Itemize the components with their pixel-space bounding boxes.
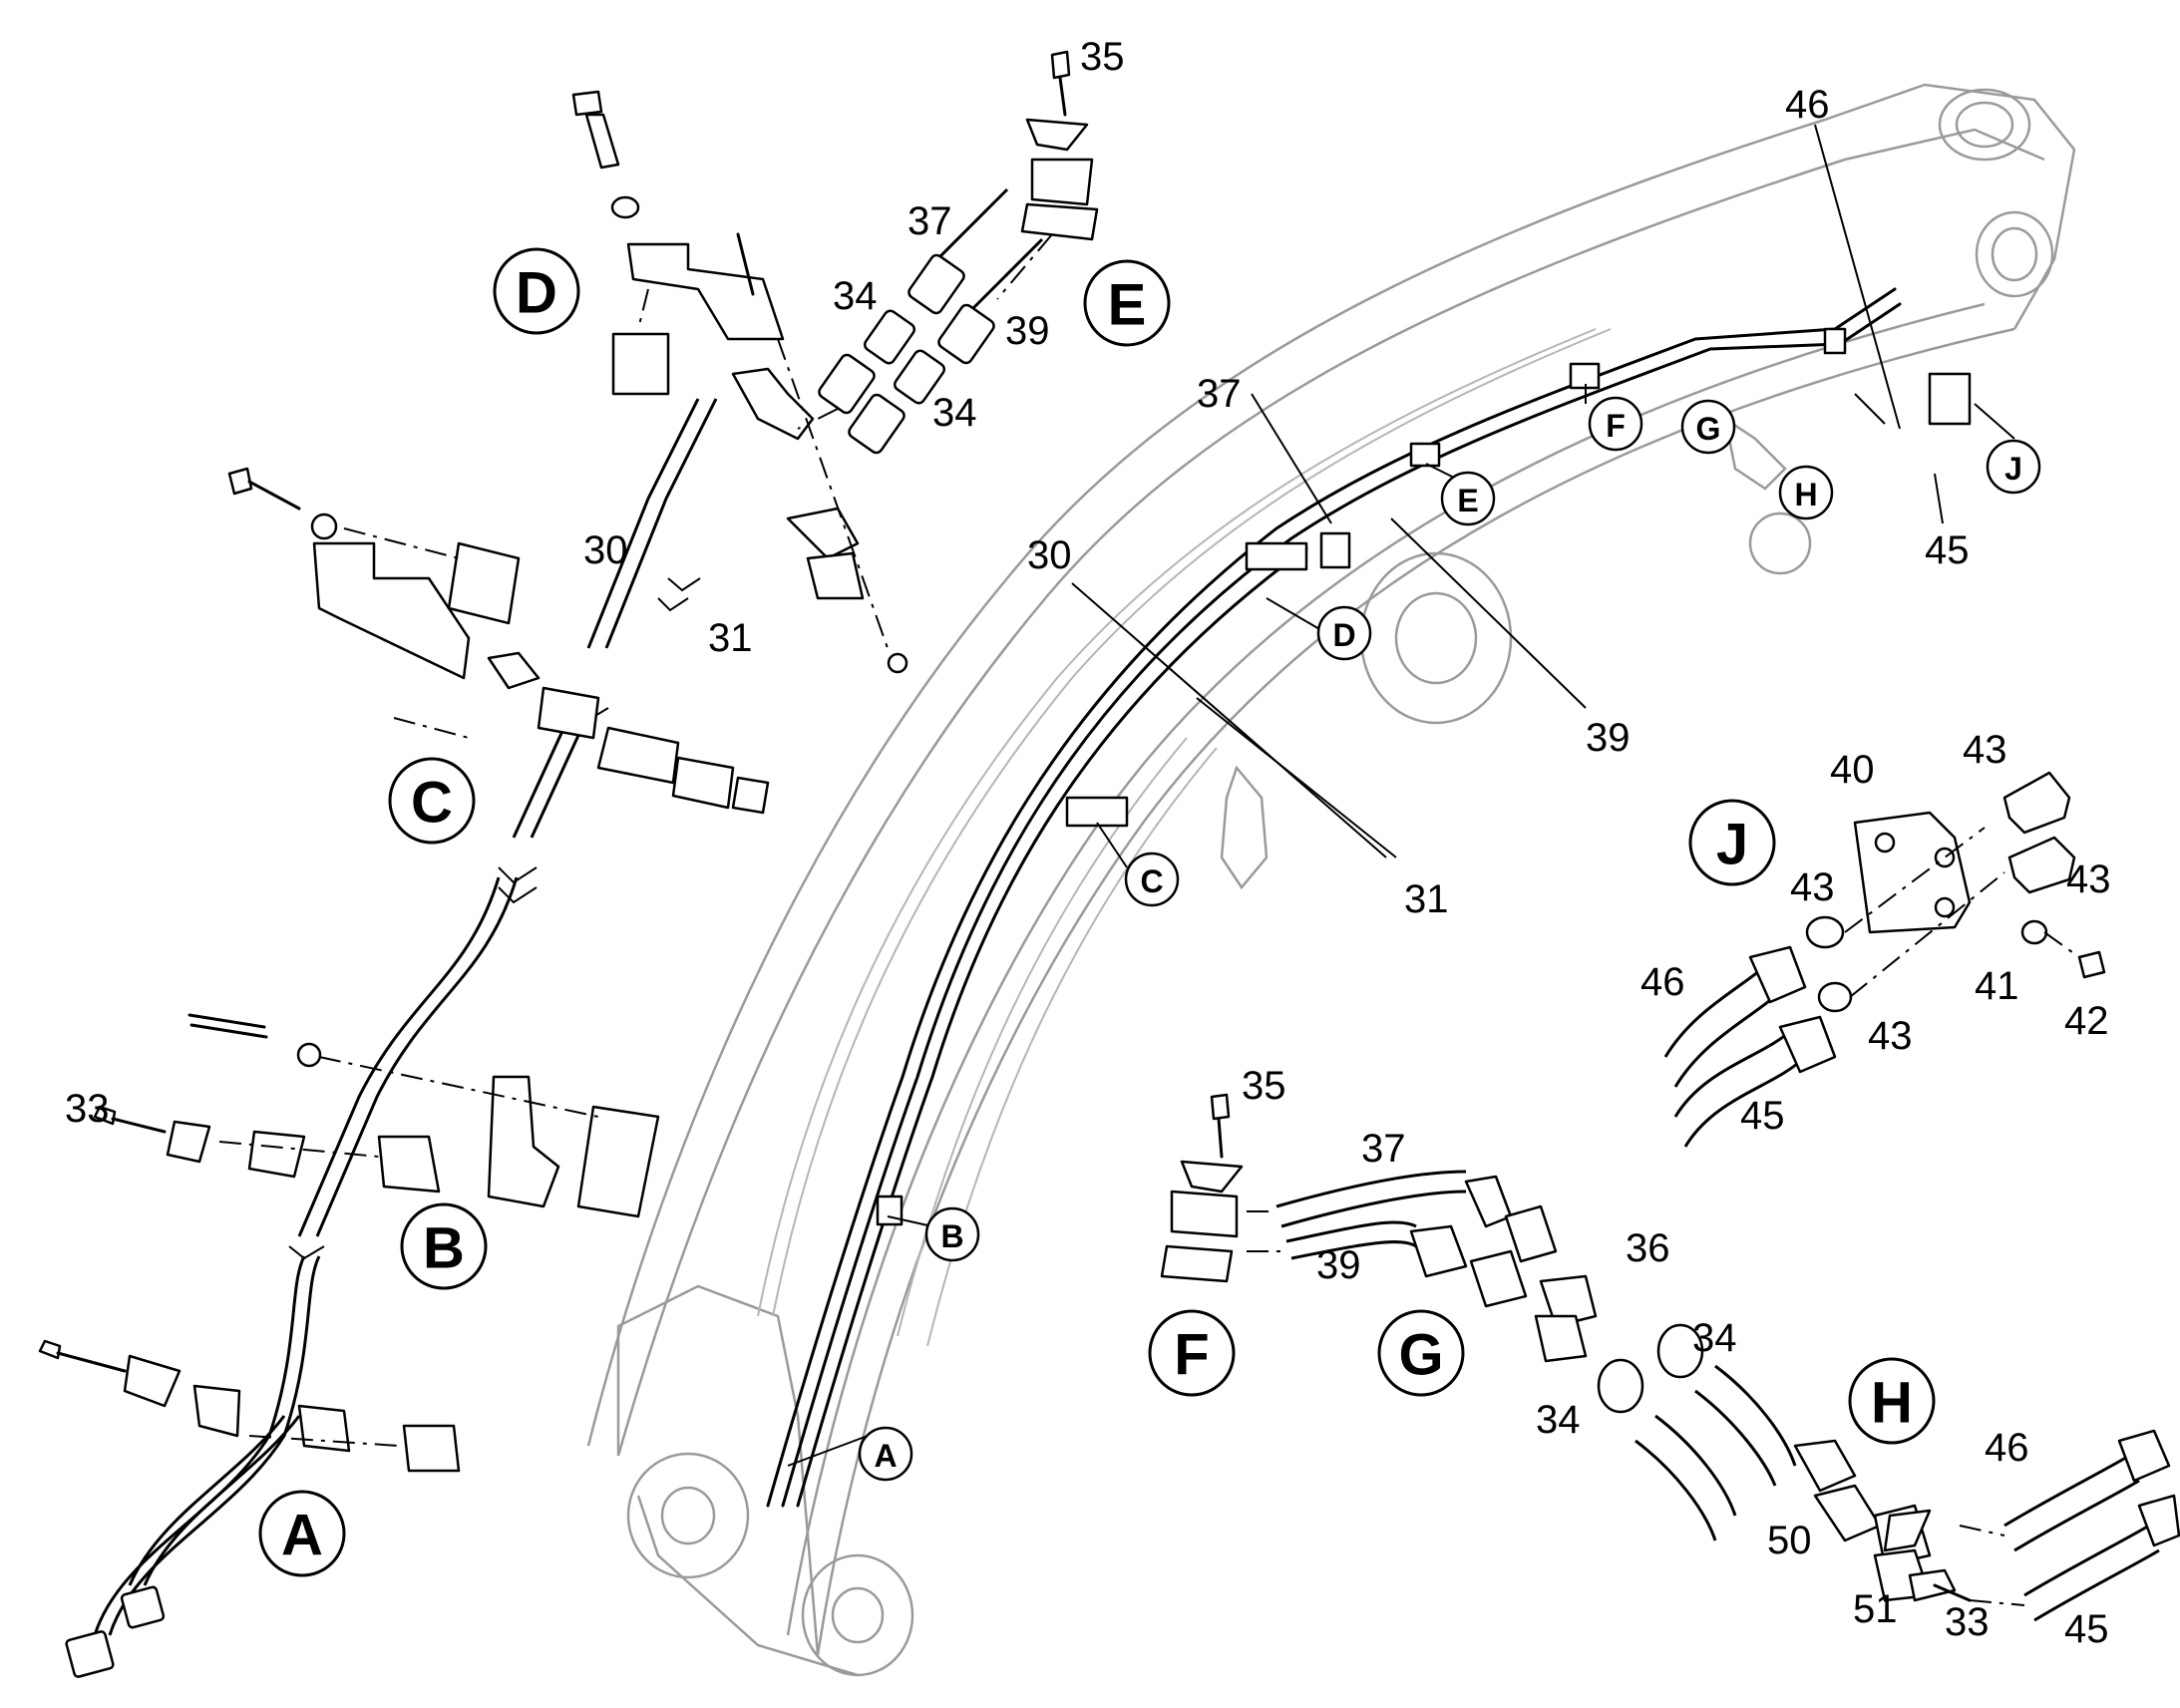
callout-30-detail: 30 <box>583 528 628 572</box>
detail-b-hardware <box>93 1013 660 1218</box>
svg-text:G: G <box>1398 1323 1443 1388</box>
location-label-g: G <box>1680 399 1736 455</box>
callout-37-f: 37 <box>1361 1127 1406 1171</box>
callout-35-e: 35 <box>1080 35 1125 79</box>
callout-30-boom: 30 <box>1027 533 1072 577</box>
callout-33-b: 33 <box>65 1087 110 1131</box>
detail-label-e: E <box>1083 259 1171 347</box>
callout-45-j: 45 <box>1740 1094 1785 1138</box>
callout-46-boom: 46 <box>1785 83 1830 127</box>
callout-35-f: 35 <box>1242 1064 1286 1108</box>
callout-34-e-lower: 34 <box>932 391 977 435</box>
detail-label-f: F <box>1148 1309 1236 1397</box>
callout-43-right: 43 <box>2066 857 2111 901</box>
svg-text:E: E <box>1108 273 1147 338</box>
svg-text:G: G <box>1696 411 1721 447</box>
callout-39-e: 39 <box>1005 309 1050 353</box>
detail-c-hardware <box>227 467 770 815</box>
callout-45-h: 45 <box>2064 1607 2109 1651</box>
svg-text:D: D <box>516 261 557 326</box>
callout-42: 42 <box>2064 999 2109 1043</box>
callout-45-boom: 45 <box>1925 528 1970 572</box>
svg-text:C: C <box>411 771 453 836</box>
callout-37-boom: 37 <box>1197 372 1242 416</box>
callout-39-boom: 39 <box>1586 716 1631 760</box>
location-label-f: F <box>1588 396 1643 452</box>
svg-text:D: D <box>1332 617 1355 653</box>
location-letter-circles: A B C D E F G H J <box>858 396 2041 1482</box>
boom-callout-leaders <box>1071 124 1944 858</box>
part-callout-numbers: 30 31 35 37 34 39 34 33 46 45 37 30 39 3… <box>65 35 2111 1651</box>
svg-text:H: H <box>1871 1371 1913 1436</box>
svg-text:H: H <box>1794 477 1817 512</box>
callout-37-e: 37 <box>908 199 952 243</box>
detail-j-hardware <box>1663 771 2106 1148</box>
callout-39-g: 39 <box>1316 1243 1361 1287</box>
location-label-c: C <box>1124 852 1180 907</box>
boom-outline <box>586 83 2076 1677</box>
callout-46-h: 46 <box>1985 1426 2029 1470</box>
detail-label-c: C <box>388 757 476 845</box>
detail-e-hardware <box>797 50 1099 455</box>
location-label-d: D <box>1316 605 1372 661</box>
location-label-a: A <box>858 1426 913 1482</box>
detail-label-j: J <box>1688 799 1776 886</box>
callout-46-j: 46 <box>1640 960 1685 1004</box>
svg-text:A: A <box>874 1438 897 1474</box>
detail-label-a: A <box>258 1490 346 1577</box>
callout-43-top: 43 <box>1963 728 2007 772</box>
svg-text:F: F <box>1606 408 1626 444</box>
svg-text:C: C <box>1140 863 1163 899</box>
svg-text:B: B <box>423 1216 465 1281</box>
location-label-b: B <box>924 1206 980 1262</box>
callout-41: 41 <box>1975 964 2019 1008</box>
location-label-j: J <box>1986 439 2041 495</box>
callout-33-h: 33 <box>1945 1600 1990 1644</box>
callout-40: 40 <box>1830 748 1875 792</box>
callout-34-g-right: 34 <box>1692 1316 1737 1360</box>
detail-fgh-hardware <box>1160 1093 2180 1622</box>
svg-text:A: A <box>281 1504 323 1568</box>
callout-50: 50 <box>1767 1519 1812 1562</box>
callout-31-boom: 31 <box>1404 877 1449 921</box>
svg-text:F: F <box>1174 1323 1209 1388</box>
location-label-h: H <box>1778 465 1834 520</box>
detail-label-d: D <box>493 247 580 335</box>
location-label-e: E <box>1440 471 1496 526</box>
svg-text:E: E <box>1457 483 1478 518</box>
detail-letter-circles: A B C D E F G H J <box>258 247 1936 1577</box>
callout-34-e-upper: 34 <box>833 274 878 318</box>
detail-d-hardware <box>571 90 908 674</box>
svg-text:B: B <box>940 1218 963 1254</box>
callout-43-left: 43 <box>1790 865 1835 909</box>
callout-43-bottom: 43 <box>1868 1014 1913 1058</box>
svg-text:J: J <box>2004 451 2022 487</box>
callout-36: 36 <box>1626 1226 1670 1270</box>
detail-label-h: H <box>1848 1357 1936 1445</box>
routed-lines-on-boom <box>766 287 2015 1508</box>
detail-a-hardware <box>38 1339 461 1473</box>
callout-34-g-left: 34 <box>1536 1398 1581 1442</box>
callout-51: 51 <box>1853 1587 1898 1631</box>
detail-a-b-lines <box>65 398 718 1678</box>
detail-label-g: G <box>1377 1309 1465 1397</box>
callout-31-detail: 31 <box>708 616 753 660</box>
detail-label-b: B <box>400 1202 488 1290</box>
svg-text:J: J <box>1716 813 1748 877</box>
